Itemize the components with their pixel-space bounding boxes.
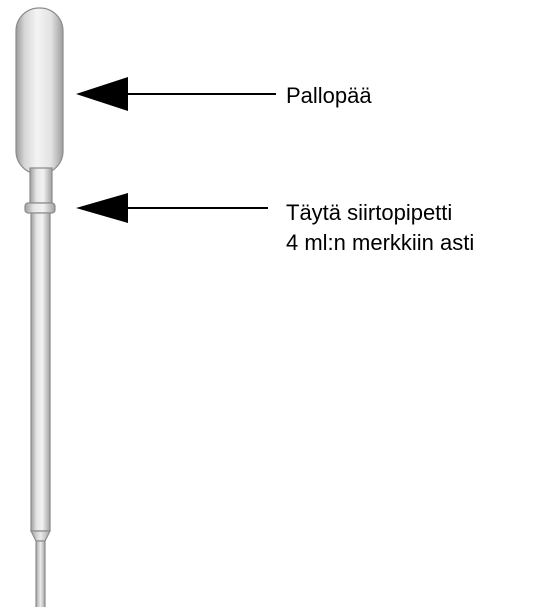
pipette-neck (30, 168, 52, 203)
fill-mark-arrow-head (76, 193, 128, 223)
fill-mark-arrow (76, 193, 268, 223)
fill-mark-label-line2: 4 ml:n merkkiin asti (286, 228, 474, 258)
bulb-label: Pallopää (286, 81, 372, 111)
fill-mark-label: Täytä siirtopipetti 4 ml:n merkkiin asti (286, 198, 474, 258)
pipette-tip (36, 541, 45, 607)
fill-mark-label-line1: Täytä siirtopipetti (286, 198, 474, 228)
bulb-arrow-head (76, 77, 128, 111)
pipette-stem (31, 213, 50, 531)
bulb-arrow (76, 77, 276, 111)
pipette-bulb (16, 8, 63, 174)
pipette (16, 8, 63, 607)
fill-mark-ring (25, 203, 55, 213)
pipette-taper (31, 531, 50, 541)
